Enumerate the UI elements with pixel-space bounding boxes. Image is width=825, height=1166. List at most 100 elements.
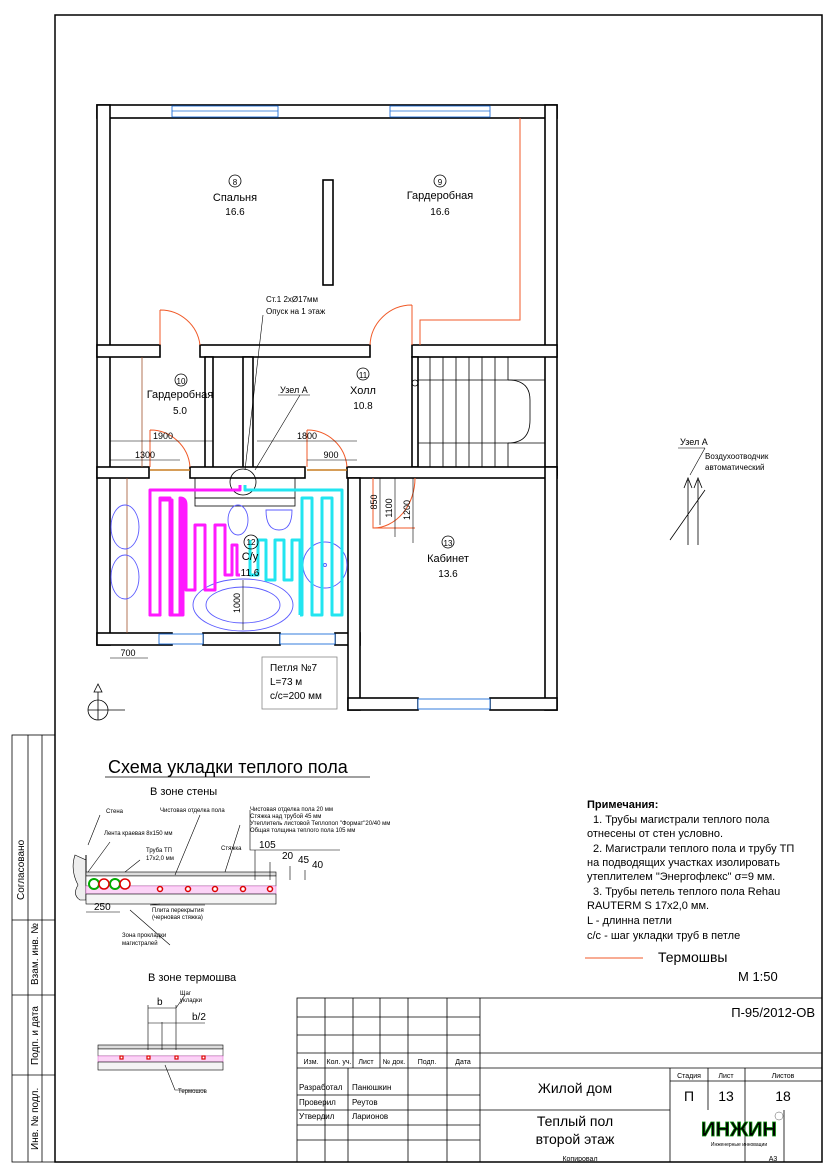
room-10-num: 10 bbox=[177, 377, 186, 386]
room-11-name: Холл bbox=[350, 385, 376, 397]
dim-1800: 1800 bbox=[297, 431, 317, 441]
scheme-wall_zone-finish: Чистовая отделка пола bbox=[160, 808, 225, 814]
room-8-num: 8 bbox=[233, 178, 238, 187]
scheme-wall_zone-layers-3: Общая толщина теплого пола 105 мм bbox=[250, 828, 355, 834]
room-12-name: С/у bbox=[242, 551, 259, 563]
room-11-area: 10.8 bbox=[353, 401, 373, 412]
scheme-wall_zone-zone_2: магистралей bbox=[122, 940, 158, 947]
scheme-wall_zone-layers-1: Стяжка над трубой 45 мм bbox=[250, 813, 321, 820]
window bbox=[389, 105, 491, 118]
node_detail-valve_1: Воздухоотводчик bbox=[705, 452, 769, 461]
stamp-headers-5: Дата bbox=[455, 1059, 471, 1066]
dim-900: 900 bbox=[323, 450, 338, 460]
scheme-wall_zone-d250: 250 bbox=[94, 902, 111, 913]
room-12-area: 11.6 bbox=[241, 568, 260, 579]
stamp-headers-4: Подп. bbox=[418, 1059, 437, 1066]
scheme-wall_zone-zone_1: Зона прокладки bbox=[122, 933, 166, 939]
room-8-name: Спальня bbox=[213, 192, 257, 204]
stamp-people-0-0: Разработал bbox=[299, 1083, 343, 1092]
scheme-wall_zone-layers-2: Утеплитель листовой Теплопол "Формат"20/… bbox=[250, 820, 390, 827]
scheme-wall_zone-wall: Стена bbox=[106, 809, 124, 815]
stamp-headers-3: № док. bbox=[383, 1059, 405, 1066]
node_detail-valve_2: автоматический bbox=[705, 463, 765, 472]
notes-lines-4: утеплителем "Энергофлекс" σ=9 мм. bbox=[587, 871, 775, 883]
scheme-wall_zone-screed: Стяжка bbox=[221, 846, 242, 852]
scheme-wall_zone-layers-0: Чистовая отделка пола 20 мм bbox=[250, 807, 333, 813]
staircase bbox=[411, 357, 545, 467]
stamp-headers-2: Лист bbox=[358, 1059, 374, 1066]
scheme-wall_zone-slab_1: Плита перекрытия bbox=[152, 908, 204, 914]
room-8-area: 16.6 bbox=[225, 207, 245, 218]
room-9-num: 9 bbox=[438, 178, 443, 187]
dimension-lines bbox=[110, 440, 414, 659]
north-arrow-icon bbox=[87, 683, 125, 721]
legend-joint-label: Термошвы bbox=[658, 949, 727, 965]
dim-1000: 1000 bbox=[232, 593, 242, 613]
room-11-num: 11 bbox=[359, 371, 368, 380]
scheme-joint_zone-joint: Термошов bbox=[178, 1089, 207, 1095]
loop-length: L=73 м bbox=[270, 677, 302, 688]
dim-700: 700 bbox=[120, 648, 135, 658]
stamp-people-2-0: Утвердил bbox=[299, 1112, 335, 1121]
loop-info-box bbox=[261, 656, 338, 710]
stamp-people-1-1: Реутов bbox=[352, 1098, 378, 1107]
scheme-wall_zone-d45: 45 bbox=[298, 855, 310, 866]
title-block bbox=[296, 997, 823, 1163]
side-stamp: Согласовано Взам. инв. № Подп. и дата Ин… bbox=[11, 734, 56, 1163]
side-replace: Взам. инв. № bbox=[30, 923, 41, 985]
sheet-title-1: Теплый пол bbox=[537, 1113, 613, 1129]
room-13-area: 13.6 bbox=[438, 569, 458, 580]
floor-plan bbox=[96, 104, 558, 711]
stamp-people-1-0: Проверил bbox=[299, 1098, 336, 1107]
company-logo: ИНЖИН Инженерные инновации bbox=[701, 1111, 784, 1148]
notes-lines-2: 2. Магистрали теплого пола и трубу ТП bbox=[593, 843, 794, 855]
scheme-wall_zone-tape: Лента краевая 8х150 мм bbox=[104, 831, 173, 837]
copied-label: Копировал bbox=[562, 1156, 597, 1163]
stamp-sheets_h: Листов bbox=[772, 1073, 795, 1080]
doc-code: П-95/2012-ОВ bbox=[731, 1005, 815, 1020]
room-9-name: Гардеробная bbox=[407, 190, 474, 202]
sheet-number: 13 bbox=[718, 1088, 734, 1104]
notes-lines-1: отнесены от стен условно. bbox=[587, 828, 723, 840]
room-10-area: 5.0 bbox=[173, 406, 187, 417]
object-name: Жилой дом bbox=[538, 1080, 612, 1096]
scheme-wall_zone-slab_2: (черновая стяжка) bbox=[152, 915, 203, 921]
scheme-wall_zone-d40: 40 bbox=[312, 860, 324, 871]
joint-zone-section bbox=[97, 994, 224, 1091]
side-inv: Инв. № подл. bbox=[30, 1088, 41, 1150]
wall-zone-section bbox=[72, 810, 340, 946]
notes-lines-6: RAUTERM S 17х2,0 мм. bbox=[587, 900, 709, 912]
node-label: Узел А bbox=[280, 385, 308, 395]
window bbox=[158, 633, 204, 645]
node_detail-label: Узел А bbox=[680, 437, 708, 447]
riser-note-1: Ст.1 2хØ17мм bbox=[266, 295, 318, 304]
window bbox=[171, 105, 279, 118]
side-sign-date: Подп. и дата bbox=[30, 1006, 41, 1065]
scheme-wall_zone-d20: 20 bbox=[282, 851, 294, 862]
room-13-num: 13 bbox=[444, 539, 453, 548]
sheets-count: 18 bbox=[775, 1088, 791, 1104]
side-agreed: Согласовано bbox=[16, 839, 27, 900]
stamp-people-0-1: Панюшкин bbox=[352, 1083, 391, 1092]
dim-1100: 1100 bbox=[384, 498, 394, 517]
notes-lines-7: L - длинна петли bbox=[587, 915, 672, 927]
scheme-title: Схема укладки теплого пола bbox=[108, 757, 349, 777]
notes-lines-3: на подводящих участках изолировать bbox=[587, 857, 780, 869]
scheme-wall_zone-pipe_1: Труба ТП bbox=[146, 848, 172, 854]
scheme-wall_zone-pipe_2: 17х2,0 мм bbox=[146, 856, 174, 862]
scale: М 1:50 bbox=[738, 969, 778, 984]
scheme-joint_zone-step_1: Шаг bbox=[180, 991, 192, 997]
room-13-name: Кабинет bbox=[427, 553, 469, 565]
dim-1300: 1300 bbox=[135, 450, 155, 460]
stamp-headers-0: Изм. bbox=[304, 1059, 319, 1066]
format-label: А3 bbox=[769, 1156, 778, 1163]
joint-zone-title: В зоне термошва bbox=[148, 972, 237, 984]
window bbox=[279, 633, 336, 645]
heating-loop-b bbox=[243, 485, 344, 617]
notes-lines-5: 3. Трубы петель теплого пола Rehau bbox=[593, 886, 780, 898]
loop-step: с/с=200 мм bbox=[270, 691, 322, 702]
stamp-logo_sub: Инженерные инновации bbox=[711, 1142, 767, 1148]
stamp-stage_h: Стадия bbox=[677, 1073, 701, 1080]
dim-1200: 1200 bbox=[402, 500, 412, 520]
